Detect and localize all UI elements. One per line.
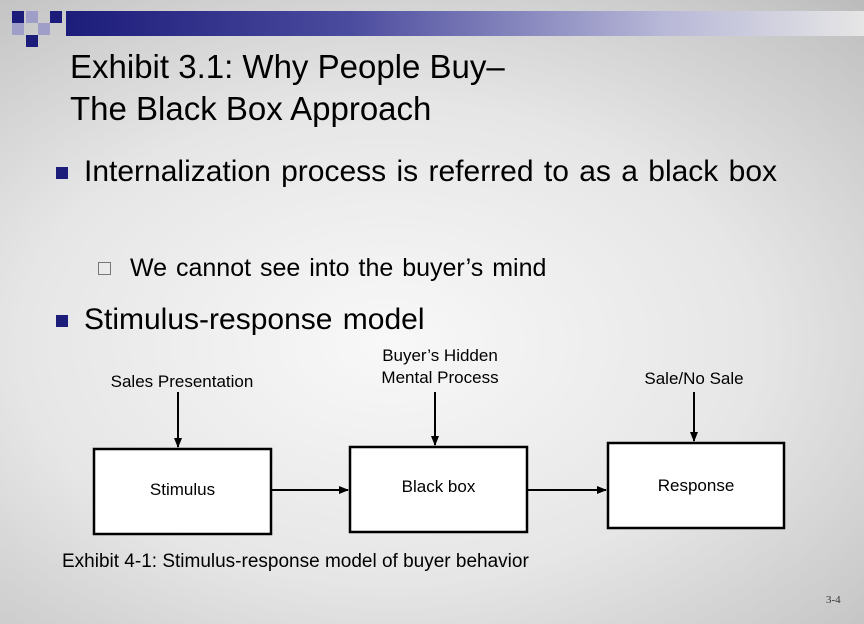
bullet-item: Stimulus-response model <box>56 302 816 342</box>
bullet-text: Stimulus-response model <box>84 303 425 336</box>
input-label-sale-no-sale: Sale/No Sale <box>644 369 744 388</box>
bullet-text: Internalization process is referred to a… <box>84 155 778 188</box>
bullet-square-icon <box>56 315 68 327</box>
decor-square <box>26 35 38 47</box>
title-line-1: Exhibit 3.1: Why People Buy– <box>70 48 505 85</box>
black-box-box <box>348 445 529 534</box>
bullet-item: Internalization process is referred to a… <box>56 154 816 234</box>
decor-square <box>12 11 24 23</box>
sub-bullet-text: We cannot see into the buyer’s mind <box>130 254 547 282</box>
decor-square <box>50 11 62 23</box>
stimulus-box <box>92 447 273 536</box>
header-gradient-bar <box>66 11 864 36</box>
bullet-square-icon <box>56 167 68 179</box>
response-box <box>606 441 786 530</box>
box-label-response: Response <box>657 476 735 495</box>
decor-square <box>12 23 24 35</box>
diagram-caption: Exhibit 4-1: Stimulus-response model of … <box>62 551 529 572</box>
input-label-line: Buyer’s Hidden <box>382 346 498 365</box>
slide-title: Exhibit 3.1: Why People Buy– The Black B… <box>70 46 790 130</box>
title-line-2: The Black Box Approach <box>70 90 432 127</box>
decor-square <box>26 11 38 23</box>
input-label-hidden-process: Buyer’s Hidden Mental Process <box>340 345 540 389</box>
sub-bullet-box-icon <box>98 262 111 275</box>
input-label-sales-presentation: Sales Presentation <box>110 372 254 391</box>
box-label-stimulus: Stimulus <box>149 480 216 499</box>
decor-square <box>38 23 50 35</box>
input-label-line: Mental Process <box>381 368 499 387</box>
box-label-black-box: Black box <box>401 477 476 496</box>
slide-number: 3-4 <box>826 594 841 606</box>
